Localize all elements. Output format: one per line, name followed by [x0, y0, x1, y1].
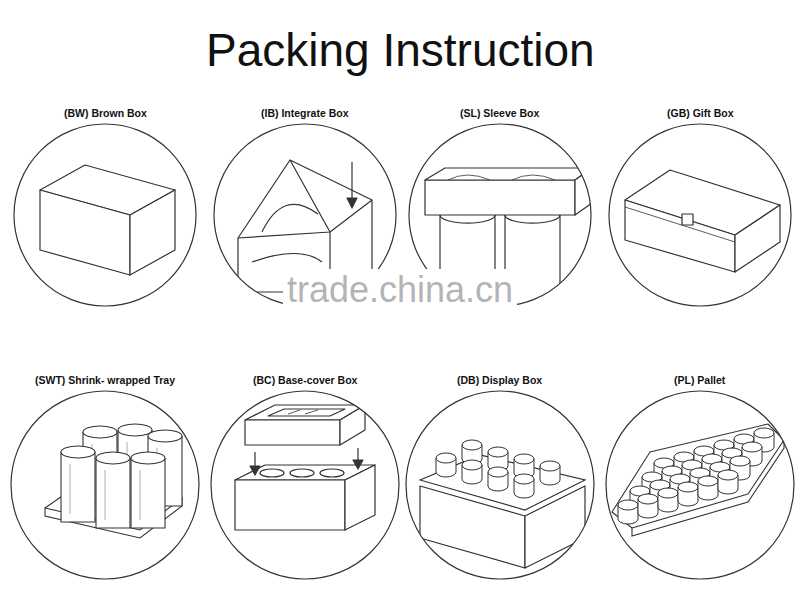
- circle-outline: [10, 390, 200, 580]
- base-cover-box-drawing: [235, 405, 375, 530]
- circle-outline-path: [606, 391, 794, 579]
- packing-label: (PL) Pallet: [674, 374, 725, 386]
- page-title: Packing Instruction: [206, 23, 595, 77]
- circle-outline-path: [609, 124, 791, 306]
- display-box-drawing: [420, 440, 585, 568]
- circle-outline: [405, 390, 595, 580]
- pallet-drawing: [612, 424, 784, 536]
- packing-label: (DB) Display Box: [457, 374, 542, 386]
- circle-outline: [13, 123, 197, 307]
- packing-circle: (BC) Base-cover Box: [210, 390, 400, 580]
- circle-outline: [605, 390, 795, 580]
- circle-outline-path: [406, 391, 594, 579]
- circle-outline: [608, 123, 792, 307]
- gift-box-drawing: [625, 170, 780, 272]
- circle-outline: [210, 390, 400, 580]
- watermark: trade.china.cn: [283, 269, 517, 311]
- packing-circle: (SWT) Shrink- wrapped Tray: [10, 390, 200, 580]
- packing-label: (BC) Base-cover Box: [253, 374, 357, 386]
- shrink-tray-drawing: [45, 424, 182, 538]
- circle-outline-path: [211, 391, 399, 579]
- packing-circle: (BW) Brown Box: [13, 123, 197, 307]
- circle-outline-path: [11, 391, 199, 579]
- brown-box-drawing: [40, 165, 175, 275]
- packing-circle: (DB) Display Box: [405, 390, 595, 580]
- packing-label: (SWT) Shrink- wrapped Tray: [35, 374, 175, 386]
- packing-circle: (GB) Gift Box: [608, 123, 792, 307]
- packing-label: (GB) Gift Box: [667, 107, 734, 119]
- packing-circle: (PL) Pallet: [605, 390, 795, 580]
- circle-outline-path: [14, 124, 196, 306]
- packing-label: (IB) Integrate Box: [261, 107, 349, 119]
- packing-label: (SL) Sleeve Box: [460, 107, 539, 119]
- packing-label: (BW) Brown Box: [64, 107, 147, 119]
